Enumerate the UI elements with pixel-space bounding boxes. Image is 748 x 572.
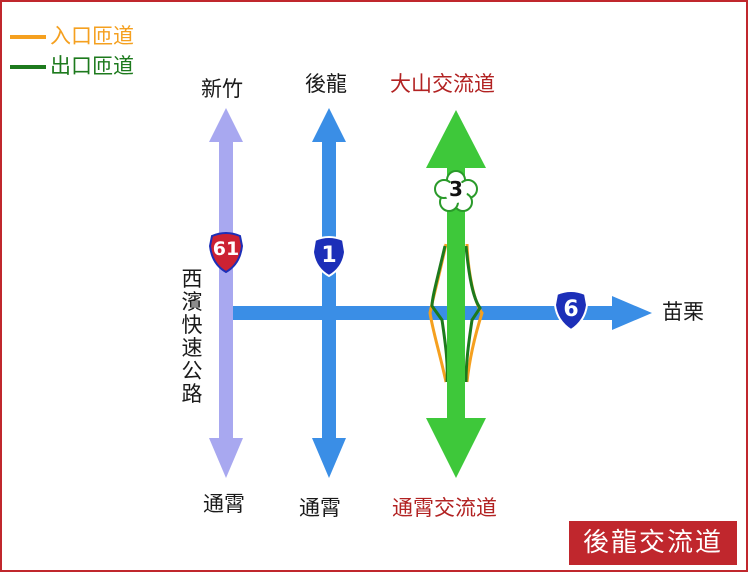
side-label-char: 速: [181, 336, 203, 360]
route-6-shield: [553, 290, 589, 332]
route-6-road: [233, 296, 652, 330]
route-1-shield: [311, 236, 347, 278]
label-hsinchu: 新竹: [201, 77, 243, 101]
route-3-number: 3: [449, 177, 463, 201]
route-61-shield: [208, 232, 244, 274]
side-label-char: 西: [181, 267, 203, 291]
label-dashan-interchange: 大山交流道: [390, 72, 495, 96]
legend-exit-line: [10, 64, 46, 69]
legend-exit: 出口匝道: [10, 56, 134, 77]
route-6-east-arrow: [612, 296, 652, 330]
side-label-char: 路: [181, 382, 203, 406]
route-1-north-arrow: [312, 108, 346, 142]
title-box: 後龍交流道: [569, 521, 737, 565]
legend-exit-label: 出口匝道: [50, 54, 134, 78]
side-label-char: 公: [181, 359, 203, 383]
label-west-coast-expressway: 西 濱 快 速 公 路: [178, 268, 206, 406]
route-3-shield: [434, 170, 478, 212]
legend-entrance-line: [10, 34, 46, 39]
side-label-char: 濱: [181, 290, 203, 314]
route-61-number: 61: [212, 238, 240, 260]
route-61-south-arrow: [209, 438, 243, 478]
legend-entrance-label: 入口匝道: [50, 24, 134, 48]
route-3-north-arrow: [426, 110, 486, 168]
legend-entrance: 入口匝道: [10, 26, 134, 47]
route-1-number: 1: [321, 243, 337, 268]
label-tongxiao-interchange: 通霄交流道: [392, 496, 497, 520]
label-miaoli: 苗栗: [662, 300, 704, 324]
route-61-road: [209, 108, 243, 478]
exit-ramp-east: [464, 245, 482, 383]
label-tongxiao-61: 通霄: [203, 492, 245, 516]
route-1-road: [312, 108, 346, 478]
side-label-char: 快: [181, 313, 203, 337]
route-3-south-arrow: [426, 418, 486, 478]
label-houlong: 後龍: [305, 72, 347, 96]
route-61-north-arrow: [209, 108, 243, 142]
route-6-number: 6: [563, 297, 579, 322]
route-1-south-arrow: [312, 438, 346, 478]
label-tongxiao-1: 通霄: [299, 496, 341, 520]
route-3-road: [426, 110, 486, 478]
